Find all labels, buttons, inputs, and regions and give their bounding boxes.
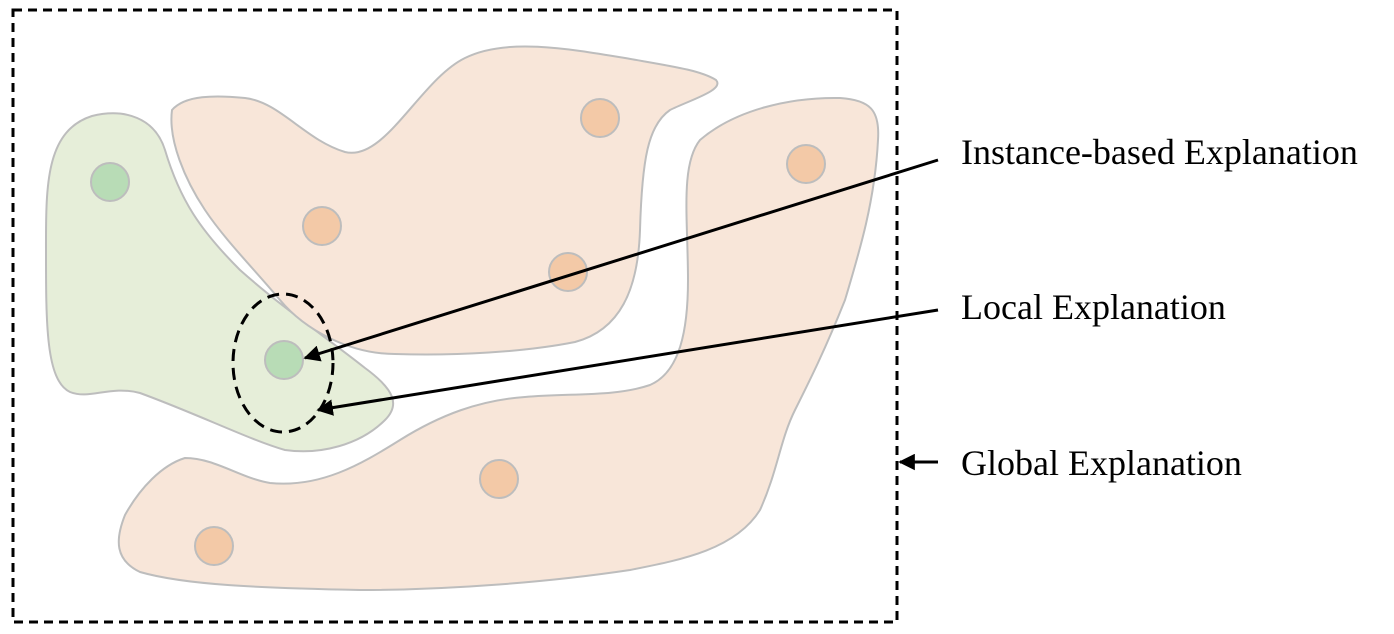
local-neighborhood-ellipse (231, 292, 335, 434)
global-label: Global Explanation (961, 443, 1242, 483)
orange-data-point (580, 98, 620, 138)
instance-based-label: Instance-based Explanation (961, 132, 1358, 172)
orange-data-point (302, 206, 342, 246)
orange-data-point (194, 526, 234, 566)
instance-based-arrow (303, 158, 939, 362)
green-data-point (90, 162, 130, 202)
green-class-region (44, 112, 395, 453)
orange-region-bottom (117, 96, 880, 592)
local-arrow (316, 308, 939, 416)
orange-data-point (548, 252, 588, 292)
green-data-point-selected (264, 340, 304, 380)
orange-data-point (786, 144, 826, 184)
orange-data-point (479, 459, 519, 499)
local-label: Local Explanation (961, 287, 1226, 327)
